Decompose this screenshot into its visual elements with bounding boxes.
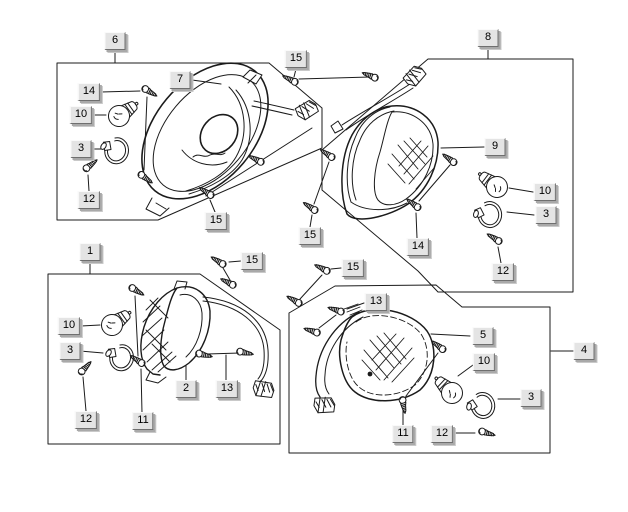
screw-icon xyxy=(127,282,147,299)
callout-box6-gasket[interactable]: 3 xyxy=(70,140,92,158)
top-screw-pair xyxy=(280,68,380,87)
callout-box4-screws-13[interactable]: 13 xyxy=(364,293,388,311)
gasket-icon xyxy=(96,133,132,167)
box6-assembly xyxy=(56,51,323,221)
callout-box8-lens[interactable]: 9 xyxy=(484,138,506,156)
box4-outline xyxy=(288,284,551,454)
callout-box8-screw-14[interactable]: 14 xyxy=(406,238,430,256)
screw-icon xyxy=(194,349,214,361)
indicator-1-connector-icon xyxy=(250,377,277,401)
callout-box1-screws-15[interactable]: 15 xyxy=(240,252,264,270)
screw-icon xyxy=(360,69,380,83)
callout-box8-group[interactable]: 8 xyxy=(477,29,499,47)
callout-box4-gasket[interactable]: 3 xyxy=(520,389,542,407)
gasket-icon xyxy=(471,200,504,230)
screw-icon xyxy=(317,146,337,163)
box6-outline xyxy=(56,62,323,221)
indicator-lamp-4-drawing xyxy=(312,303,435,416)
indicator-lamp-8-drawing xyxy=(330,62,439,220)
screw-icon xyxy=(300,199,320,216)
screw-icon xyxy=(440,151,459,168)
callout-box8-bulb[interactable]: 10 xyxy=(533,183,557,201)
callout-box6-rim[interactable]: 7 xyxy=(169,71,191,89)
screw-icon xyxy=(235,347,255,358)
callout-box6-screws-15[interactable]: 15 xyxy=(204,212,228,230)
indicator-1-cable xyxy=(202,296,269,382)
callout-mid-screws-15[interactable]: 15 xyxy=(341,259,365,277)
box8-outline xyxy=(321,58,574,293)
callout-box6-group[interactable]: 6 xyxy=(104,32,126,50)
screw-icon xyxy=(484,230,504,247)
screw-icon xyxy=(312,261,332,276)
screw-icon xyxy=(398,395,410,415)
mid-screw-pair xyxy=(284,261,342,309)
callout-box4-lens[interactable]: 5 xyxy=(472,327,494,345)
bulb-icon xyxy=(96,302,138,341)
screw-icon xyxy=(302,325,322,338)
indicator-4-connector-icon xyxy=(312,395,337,416)
screw-icon xyxy=(208,253,228,270)
gasket-icon xyxy=(101,340,137,374)
callout-top-screws-15[interactable]: 15 xyxy=(284,50,308,68)
callout-box8-screws-15[interactable]: 15 xyxy=(298,227,322,245)
bulb-icon xyxy=(427,369,468,409)
callout-box4-screws-11[interactable]: 11 xyxy=(392,425,414,443)
indicator-8-connector-icon xyxy=(401,62,429,90)
screw-icon xyxy=(136,169,155,186)
gasket-icon xyxy=(462,389,498,423)
callout-box4-bulb[interactable]: 10 xyxy=(472,353,496,371)
callout-box1-screws-13[interactable]: 13 xyxy=(215,380,239,398)
callout-box1-screw-12[interactable]: 12 xyxy=(74,411,98,429)
box1-outline xyxy=(47,273,281,445)
box4-assembly xyxy=(288,284,574,454)
screw-icon xyxy=(76,358,94,377)
indicator-lamp-1-drawing xyxy=(140,280,277,401)
callout-box6-screw-14[interactable]: 14 xyxy=(77,83,101,101)
callout-box4-group[interactable]: 4 xyxy=(573,342,595,360)
callout-box1-bulb[interactable]: 10 xyxy=(57,317,81,335)
screw-icon xyxy=(140,83,160,100)
screw-icon xyxy=(477,426,497,439)
screw-icon xyxy=(326,304,346,317)
bulb-icon xyxy=(103,93,145,132)
screw-icon xyxy=(81,156,100,174)
indicator-8-cable xyxy=(341,83,411,126)
callout-box6-bulb[interactable]: 10 xyxy=(69,106,93,124)
headlamp-cable xyxy=(253,100,295,111)
callout-box8-screw-12[interactable]: 12 xyxy=(491,263,515,281)
headlamp-rim-drawing xyxy=(141,62,321,217)
screw-icon xyxy=(218,275,238,290)
screw-icon xyxy=(429,338,448,355)
callout-box6-screw-12[interactable]: 12 xyxy=(77,191,101,209)
box1-assembly xyxy=(47,253,281,445)
callout-box4-screw-12[interactable]: 12 xyxy=(430,425,454,443)
screw-icon xyxy=(284,293,304,309)
callout-box1-gasket[interactable]: 3 xyxy=(59,342,81,360)
callout-box8-gasket[interactable]: 3 xyxy=(535,206,557,224)
box8-assembly xyxy=(300,47,574,293)
bulb-icon xyxy=(471,164,513,203)
callout-box1-screws-11[interactable]: 11 xyxy=(132,412,154,430)
callout-box1-group[interactable]: 1 xyxy=(79,243,101,261)
callout-box1-lens[interactable]: 2 xyxy=(175,380,197,398)
